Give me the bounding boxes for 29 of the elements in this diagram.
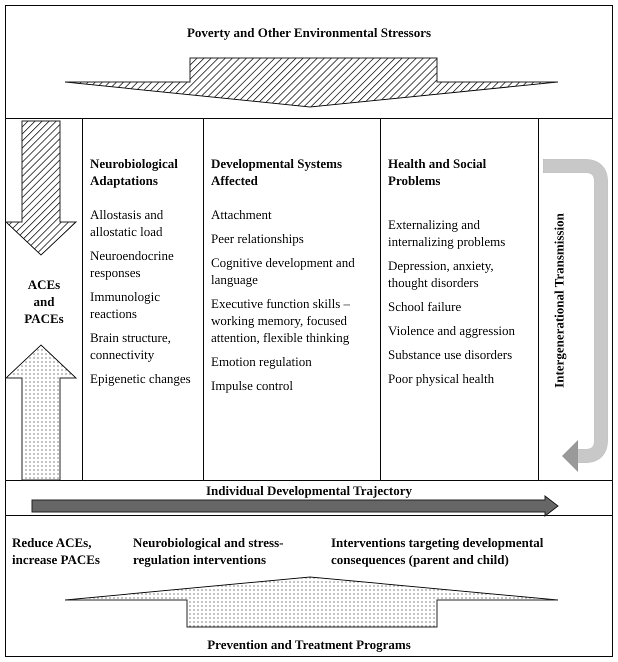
list-item: Executive function skills – working memory, focused attention, flexible thinking [211,295,352,346]
vertical-label: Intergenerational Transmission [550,212,568,390]
list-item: Substance use disorders [388,346,514,363]
list-item: Brain structure, connectivity [90,329,172,363]
list-item: Externalizing and internalizing problems [388,216,506,250]
list-item: Attachment [211,206,273,223]
list-item: Cognitive development and language [211,254,356,288]
list-item: Neuroendocrine responses [90,247,175,281]
intervention-text: Neurobiological and stress-regulation interventions [133,534,284,568]
list-item: Immunologic reactions [90,288,162,322]
list-item: Poor physical health [388,370,496,387]
list-item: Epigenetic changes [90,370,192,387]
list-item: Allostasis and allostatic load [90,206,164,240]
side-label: ACEs and PACEs [24,276,64,327]
list-item: Impulse control [211,377,294,394]
column-heading: Health and Social Problems [388,155,488,189]
column-heading: Neurobiological Adaptations [90,155,179,189]
programs-band [5,515,613,657]
band-heading: Individual Developmental Trajectory [204,482,414,499]
band-heading: Poverty and Other Environmental Stressors [186,24,432,41]
list-item: Depression, anxiety, thought disorders [388,257,495,291]
intervention-text: Interventions targeting developmental consequences (parent and child) [331,534,544,568]
list-item: Peer relationships [211,230,305,247]
intervention-text: Reduce ACEs, increase PACEs [12,534,101,568]
list-item: Emotion regulation [211,353,313,370]
list-item: Violence and aggression [388,322,516,339]
list-item: School failure [388,298,462,315]
band-heading: Prevention and Treatment Programs [206,636,412,653]
column-heading: Developmental Systems Affected [211,155,344,189]
